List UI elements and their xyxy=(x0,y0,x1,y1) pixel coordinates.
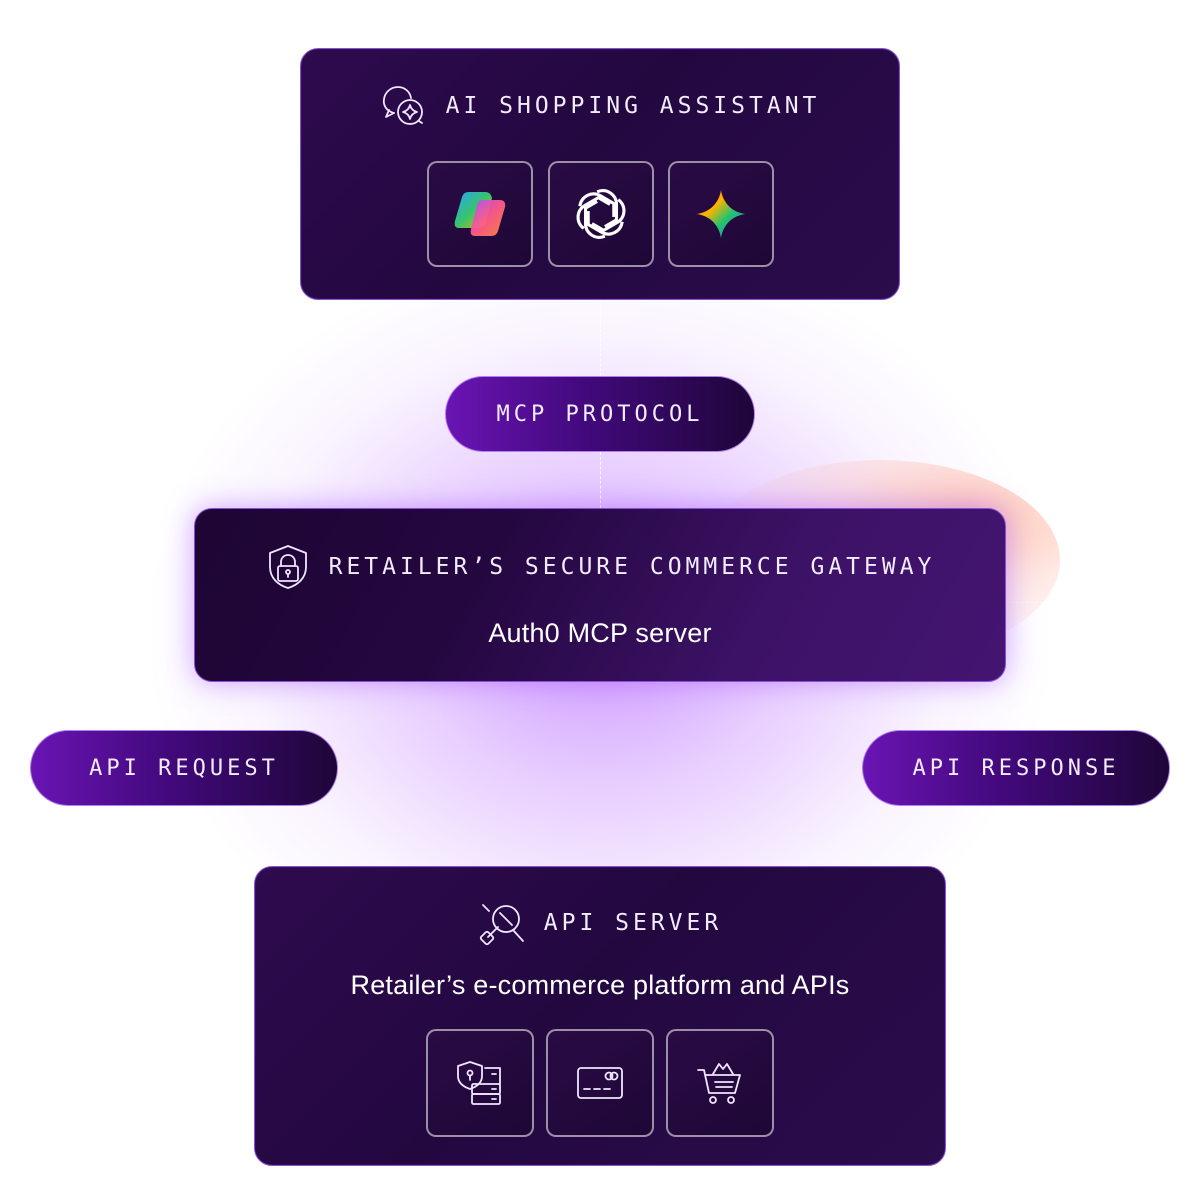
api-plug-icon xyxy=(478,899,526,947)
connector-gateway-right xyxy=(1006,602,1068,603)
gateway-subtitle: Auth0 MCP server xyxy=(488,618,712,648)
secure-database-icon xyxy=(457,1061,501,1105)
api-server-title: API SERVER xyxy=(543,910,723,936)
api-request-label: API REQUEST xyxy=(89,755,279,781)
api-server-card: API SERVER Retailer’s e-commerce platfor… xyxy=(254,866,946,1166)
api-response-label: API RESPONSE xyxy=(912,755,1120,781)
connector-protocol-gateway xyxy=(600,452,601,508)
api-server-subtitle: Retailer’s e-commerce platform and APIs xyxy=(350,970,850,1000)
service-tile-payment[interactable] xyxy=(546,1029,654,1137)
app-tile-openai[interactable] xyxy=(548,161,654,267)
connector-right-vertical xyxy=(1068,602,1069,730)
connector-left-lower xyxy=(132,806,133,1016)
connector-right-lower xyxy=(1068,806,1069,1016)
payment-card-icon xyxy=(577,1067,623,1099)
copilot-icon xyxy=(454,192,506,236)
assistant-title: AI SHOPPING ASSISTANT xyxy=(445,93,821,119)
shopping-cart-icon xyxy=(697,1063,741,1104)
app-tile-copilot[interactable] xyxy=(427,161,533,267)
openai-icon xyxy=(572,187,630,241)
gateway-title: RETAILER’S SECURE COMMERCE GATEWAY xyxy=(328,554,936,580)
ai-shopping-assistant-card: AI SHOPPING ASSISTANT xyxy=(300,48,900,300)
secure-commerce-gateway-card: RETAILER’S SECURE COMMERCE GATEWAY Auth0… xyxy=(194,508,1006,682)
api-response-pill: API RESPONSE xyxy=(862,730,1170,806)
gemini-icon xyxy=(697,190,745,238)
shield-lock-icon xyxy=(265,543,311,591)
connector-assistant-protocol xyxy=(600,300,601,376)
service-tile-database[interactable] xyxy=(426,1029,534,1137)
api-request-pill: API REQUEST xyxy=(30,730,338,806)
service-tile-cart[interactable] xyxy=(666,1029,774,1137)
connector-left-vertical xyxy=(132,602,133,730)
mcp-protocol-label: MCP PROTOCOL xyxy=(496,401,704,427)
connector-gateway-left xyxy=(132,602,194,603)
mcp-protocol-pill: MCP PROTOCOL xyxy=(445,376,755,452)
app-tile-gemini[interactable] xyxy=(668,161,774,267)
chat-sparkle-icon xyxy=(380,83,428,129)
